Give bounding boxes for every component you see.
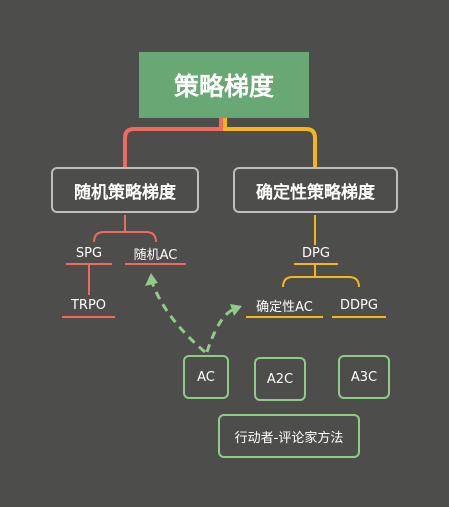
a3c-box: A3C [338,355,390,399]
arrow-to-det-ac [205,308,233,353]
branch-left [123,127,223,167]
actor-critic-methods-box: 行动者-评论家方法 [218,414,360,458]
ddpg-label: DDPG [340,297,378,313]
actor-critic-methods-label: 行动者-评论家方法 [234,430,344,446]
det-fork [282,276,360,288]
dpg-leaf: DPG [294,243,338,263]
ac-box-label: AC [197,369,215,385]
root-node-policy-gradient: 策略梯度 [139,52,309,118]
deterministic-label: 确定性策略梯度 [256,182,375,203]
trpo-leaf: TRPO [62,295,115,315]
deterministic-ac-leaf: 确定性AC [246,295,323,315]
spg-label: SPG [75,245,103,261]
root-label: 策略梯度 [173,72,274,101]
branch-right [223,127,317,167]
trpo-label: TRPO [70,297,107,313]
stochastic-policy-gradient-box: 随机策略梯度 [51,167,199,213]
a3c-box-label: A3C [350,369,378,385]
arrow-head-det [230,304,242,316]
stochastic-ac-leaf: 随机AC [125,243,186,263]
stoch-fork [93,231,157,243]
arrow-to-stoch-ac [150,281,206,354]
a2c-box-label: A2C [266,371,294,387]
deterministic-policy-gradient-box: 确定性策略梯度 [233,167,398,213]
stochastic-label: 随机策略梯度 [74,182,176,203]
stochastic-ac-label: 随机AC [133,247,178,263]
deterministic-ac-label: 确定性AC [256,299,313,315]
dpg-label: DPG [302,245,330,261]
ac-box: AC [183,355,229,399]
spg-leaf: SPG [66,243,112,263]
ddpg-leaf: DDPG [332,295,386,315]
a2c-box: A2C [254,357,306,401]
arrow-head-stoch [145,273,158,286]
